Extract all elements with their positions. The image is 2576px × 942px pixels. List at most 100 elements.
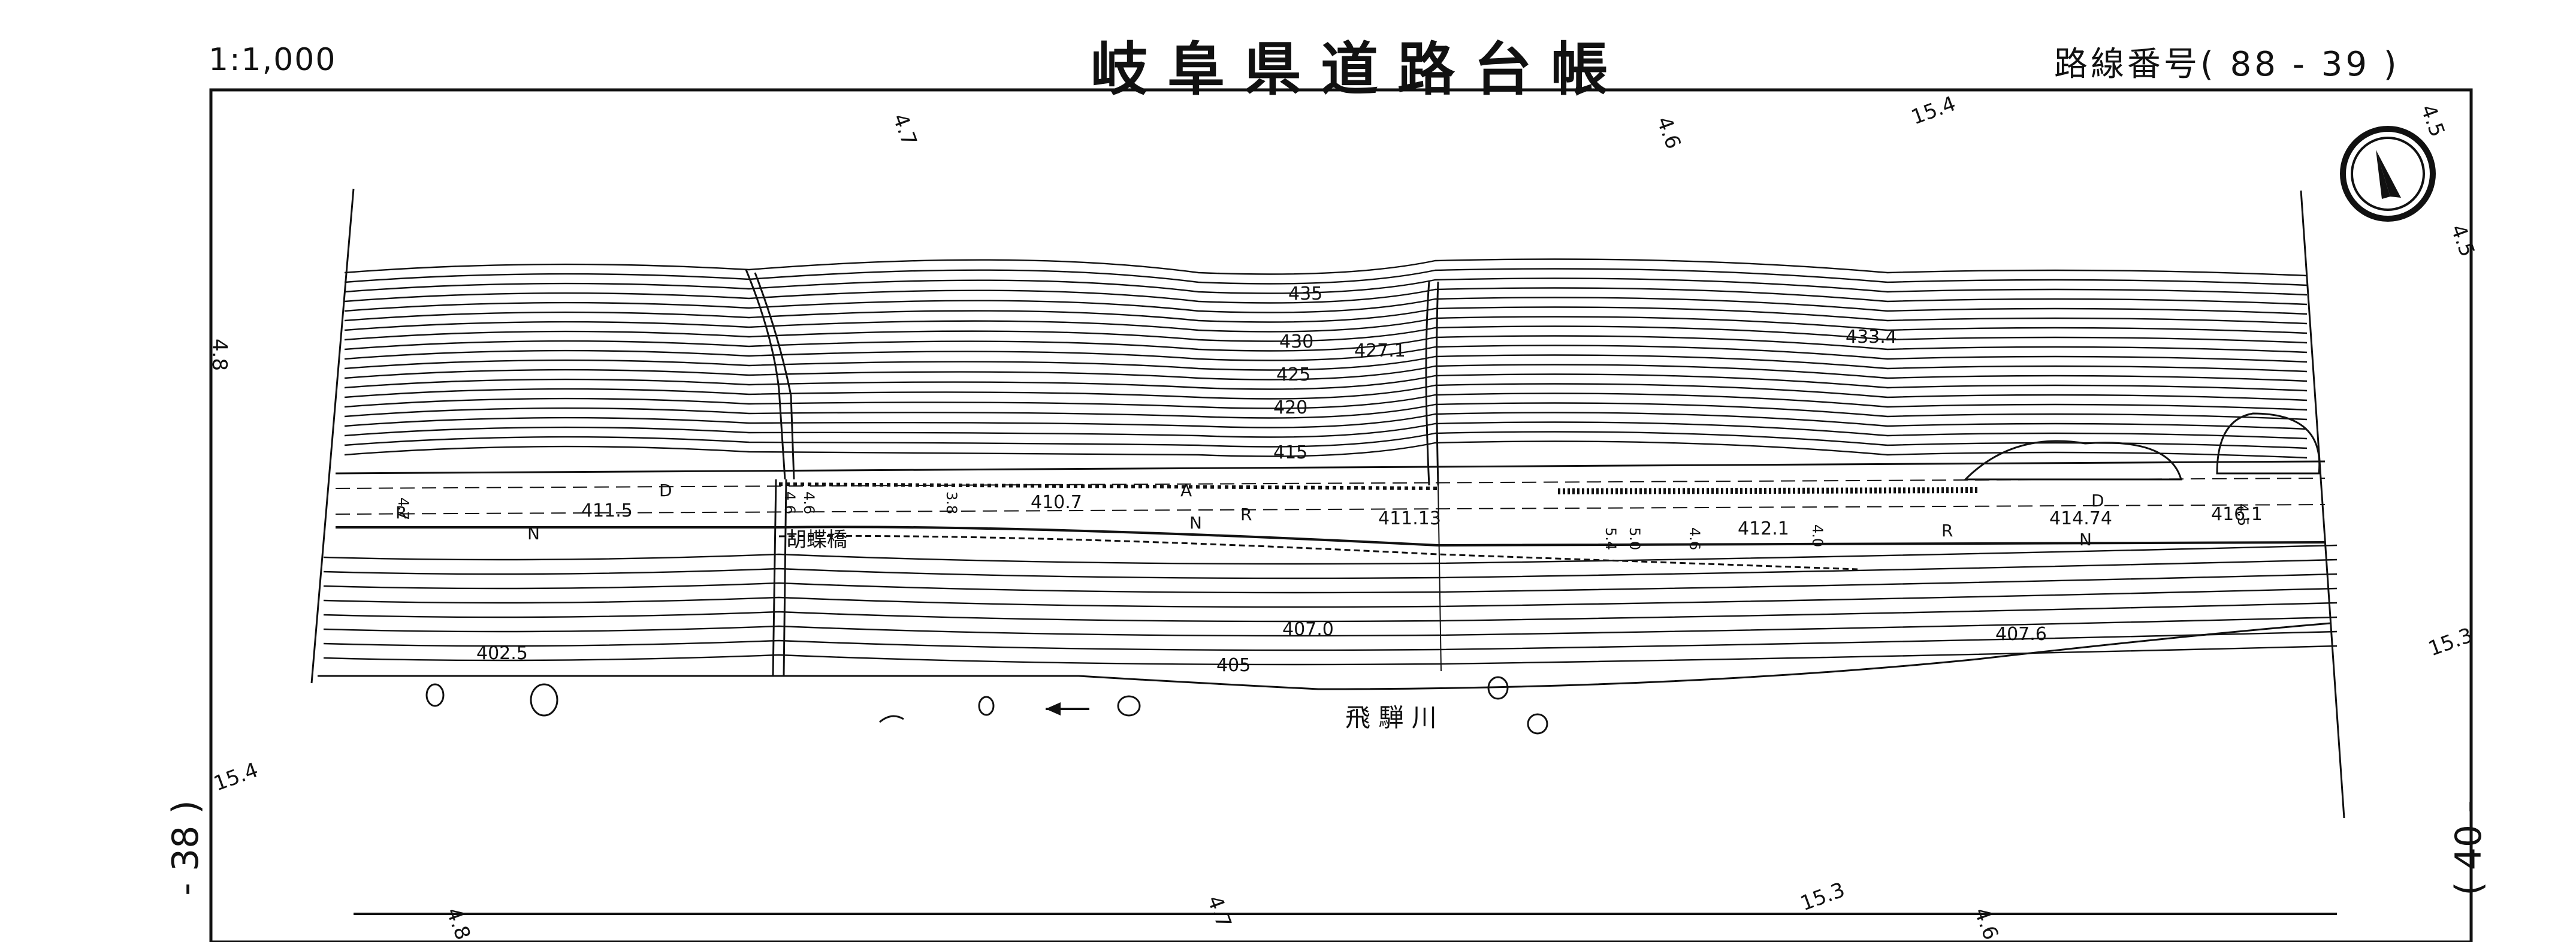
road-symbol: N xyxy=(2079,530,2092,550)
route-number: 路線番号( 88 - 39 ) xyxy=(2054,45,2400,84)
road-symbol: R xyxy=(1240,505,1252,524)
road-width: 5.4 xyxy=(1602,527,1619,550)
border-mark: 15.4 xyxy=(1908,92,1959,129)
road-symbol: D xyxy=(659,481,672,500)
contour-line xyxy=(344,268,2308,286)
contour-line xyxy=(323,616,2338,637)
contour-line xyxy=(323,602,2338,623)
contour-label: 405 xyxy=(1216,655,1251,676)
contour-line xyxy=(344,325,2308,344)
contour-line xyxy=(344,440,2308,459)
contour-line xyxy=(344,393,2308,411)
ravine-line-west xyxy=(745,269,786,480)
border-mark: 4.7 xyxy=(1203,892,1236,931)
river-name: 飛 騨 川 xyxy=(1345,703,1437,732)
contour-line xyxy=(344,297,2308,315)
stream-right-bank xyxy=(783,479,787,677)
spot-height: 416.1 xyxy=(2211,504,2263,525)
road-width: 4.6 xyxy=(1686,527,1703,550)
contour-line xyxy=(344,364,2308,382)
spot-height: 427.1 xyxy=(1354,340,1406,361)
spot-height: 412.1 xyxy=(1738,518,1789,539)
road-symbol: N xyxy=(527,524,540,544)
contour-line xyxy=(344,335,2308,354)
border-mark: 15.4 xyxy=(210,758,261,796)
flow-arrow-icon xyxy=(1046,702,1089,715)
spot-height: 407.0 xyxy=(1282,619,1334,640)
bridge-name: 胡蝶橋 xyxy=(786,528,847,552)
road-symbol: R xyxy=(1941,521,1953,541)
contour-line xyxy=(323,558,2338,579)
contour-line xyxy=(344,373,2308,392)
contour-line xyxy=(323,587,2338,608)
border-mark: 4.6 xyxy=(1970,904,2003,942)
contour-lines xyxy=(344,258,2308,459)
spot-height: 407.6 xyxy=(1995,624,2047,645)
road-symbol: R xyxy=(395,503,407,523)
contour-line xyxy=(344,431,2308,449)
map-frame xyxy=(209,88,2473,942)
border-mark: 4.6 xyxy=(1652,113,1686,152)
contour-label: 415 xyxy=(1273,442,1307,463)
road-width: 4.0 xyxy=(1809,524,1826,547)
road xyxy=(335,460,2326,570)
lower-contour-lines xyxy=(323,544,2338,666)
contour-label: 420 xyxy=(1273,397,1307,418)
stippled-area xyxy=(2216,412,2321,475)
contour-line xyxy=(344,287,2308,306)
border-mark: 4.7 xyxy=(888,110,922,149)
contour-line xyxy=(344,277,2308,296)
road-symbol: N xyxy=(1189,513,1202,533)
spot-height: 411.5 xyxy=(581,500,633,521)
contour-line xyxy=(344,316,2308,334)
ravine-line-east-2 xyxy=(1436,281,1439,486)
road-width: 3.8 xyxy=(943,491,960,514)
map-scale: 1:1,000 xyxy=(209,42,337,78)
contour-labels: 435 430 425 420 415 405 xyxy=(1216,283,1322,676)
road-width: 4.6 xyxy=(801,491,817,514)
contour-line xyxy=(323,645,2338,666)
contour-line xyxy=(323,630,2338,651)
border-marks: 4.7 4.6 15.4 4.5 4.5 4.8 15.3 15.4 4.8 4.7 15.3 4.6 xyxy=(207,92,2480,942)
contour-line xyxy=(344,412,2308,430)
border-mark: 4.8 xyxy=(207,339,231,371)
border-mark: 15.3 xyxy=(1797,878,1848,916)
contour-line xyxy=(344,354,2308,373)
ravine-line-east xyxy=(1425,281,1430,486)
road-width: 4.7 xyxy=(395,497,412,520)
spot-heights: 427.1 433.4 411.5 410.7 411.13 412.1 414.74 416… xyxy=(476,327,2263,664)
border-mark: 4.5 xyxy=(2446,221,2480,259)
contour-label: 430 xyxy=(1279,331,1313,352)
contour-line xyxy=(344,402,2308,421)
road-width: 5.0 xyxy=(1626,527,1643,550)
contour-label: 435 xyxy=(1288,283,1322,304)
border-mark: 4.8 xyxy=(442,904,475,942)
road-width: 4.5 xyxy=(2234,503,2251,526)
spot-height: 402.5 xyxy=(476,643,528,664)
spot-height: 414.74 xyxy=(2049,508,2112,529)
road-symbol: D xyxy=(2091,491,2104,511)
north-arrow-icon xyxy=(2340,126,2436,222)
contour-line xyxy=(323,573,2338,594)
contour-line xyxy=(344,345,2308,363)
spot-height: 410.7 xyxy=(1031,492,1082,513)
contour-line xyxy=(344,258,2308,277)
contour-label: 425 xyxy=(1276,364,1310,385)
stream-left-bank xyxy=(772,479,777,677)
spot-height: 411.13 xyxy=(1378,508,1441,529)
contour-line xyxy=(323,544,2338,565)
spot-height: 433.4 xyxy=(1846,327,1897,348)
road-width: 4.6 xyxy=(781,491,798,514)
river-bank-line xyxy=(318,622,2332,690)
vegetation-area xyxy=(1963,440,2182,481)
river-rocks xyxy=(425,676,1548,735)
road-symbol: A xyxy=(1180,481,1192,500)
page-title: 岐阜県道路台帳 xyxy=(1091,36,1627,103)
contour-line xyxy=(344,421,2308,440)
contour-line xyxy=(344,306,2308,325)
contour-line xyxy=(344,383,2308,401)
border-mark: 15.3 xyxy=(2425,623,2476,661)
